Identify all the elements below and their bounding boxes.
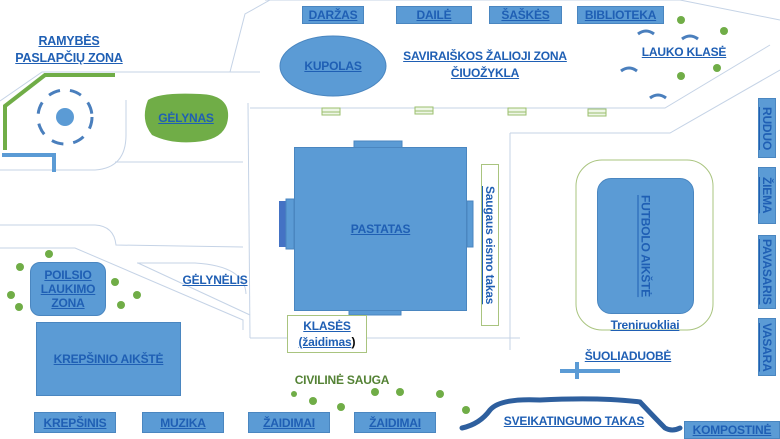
tree-dots <box>7 16 728 414</box>
road-edge <box>0 224 244 248</box>
civiline-sauga-label: CIVILINĖ SAUGA <box>294 373 390 387</box>
saugaus-eismo-label: Saugaus eismo takas <box>483 185 497 305</box>
dome-shape <box>279 35 387 97</box>
krepsinis-label: KREPŠINIS <box>43 415 107 430</box>
paslapciu-zona-label: PASLAPČIŲ ZONA <box>15 51 123 65</box>
suoliaduobe-link[interactable]: ŠUOLIADUOBĖ <box>584 349 672 363</box>
saskes-label: ŠAŠKĖS <box>501 8 550 22</box>
zaidimai-button-1[interactable]: ŽAIDIMAI <box>248 412 330 433</box>
klases-label: KLASĖS <box>303 319 351 333</box>
road-edge <box>0 247 244 330</box>
zaidimas-label: (žaidimas <box>298 335 352 349</box>
road-edge <box>137 262 251 316</box>
flowerbed-shape <box>144 93 229 143</box>
futbolo-label: FUTBOLO AIKŠTĖ <box>638 194 653 298</box>
pastatas-building[interactable]: PASTATAS <box>294 147 467 311</box>
pastatas-label: PASTATAS <box>350 222 411 236</box>
saviraiskos-zona-link[interactable]: SAVIRAIŠKOS ŽALIOJI ZONA ČIUOŽYKLA <box>392 49 578 80</box>
biblioteka-label: BIBLIOTEKA <box>584 8 657 22</box>
daile-button[interactable]: DAILĖ <box>396 6 472 24</box>
zaidimai-button-2[interactable]: ŽAIDIMAI <box>354 412 436 433</box>
poilsio-zona[interactable]: POILSIO LAUKIMO ZONA <box>30 262 106 316</box>
krepsinis-button[interactable]: KREPŠINIS <box>34 412 116 433</box>
sveikatingumo-takas-link[interactable]: SVEIKATINGUMO TAKAS <box>503 414 645 428</box>
pavasaris-button[interactable]: PAVASARIS <box>758 235 776 309</box>
muzika-label: MUZIKA <box>160 415 206 430</box>
jump-track-marker <box>575 362 579 379</box>
zaidimas-line: (žaidimas) <box>299 335 356 349</box>
ramybes-label: RAMYBĖS <box>38 34 100 48</box>
ciuozykla-label: ČIUOŽYKLA <box>450 66 520 80</box>
darzas-label: DARŽAS <box>308 8 358 22</box>
door-west-frame <box>285 198 295 250</box>
jump-track <box>560 369 620 373</box>
poilsio-label: POILSIO <box>44 268 92 282</box>
road-edge <box>247 102 251 339</box>
kompostine-label: KOMPOSTINĖ <box>692 423 772 437</box>
saviraiskos-label: SAVIRAIŠKOS ŽALIOJI ZONA <box>403 49 567 63</box>
road-edge <box>137 262 247 295</box>
door-west <box>279 201 286 247</box>
biblioteka-button[interactable]: BIBLIOTEKA <box>577 6 664 24</box>
ziema-label: ŽIEMA <box>760 177 774 214</box>
gelynelis-link[interactable]: GĖLYNĖLIS <box>182 273 248 287</box>
futbolo-aikste[interactable]: FUTBOLO AIKŠTĖ <box>597 178 694 314</box>
road-edge <box>0 71 260 102</box>
daile-label: DAILĖ <box>416 8 452 22</box>
road-edge <box>229 0 271 73</box>
ruduo-button[interactable]: RUDUO <box>758 98 776 158</box>
klases-zaidimas[interactable]: KLASĖS (žaidimas) <box>287 315 367 353</box>
muzika-button[interactable]: MUZIKA <box>142 412 224 433</box>
ziema-button[interactable]: ŽIEMA <box>758 167 776 224</box>
laukimo-label: LAUKIMO <box>40 282 96 296</box>
pavasaris-label: PAVASARIS <box>760 239 774 305</box>
door-east <box>466 200 474 248</box>
kompostine-button[interactable]: KOMPOSTINĖ <box>684 421 780 439</box>
zaidimai-label-2: ŽAIDIMAI <box>369 415 421 430</box>
lauko-klase-link[interactable]: LAUKO KLASĖ <box>641 45 727 59</box>
saugaus-eismo-takas[interactable]: Saugaus eismo takas <box>481 164 499 326</box>
saskes-button[interactable]: ŠAŠKĖS <box>489 6 562 24</box>
treniruokliai-link[interactable]: Treniruokliai <box>610 318 680 332</box>
zona-label: ZONA <box>51 296 85 310</box>
benches <box>321 106 607 117</box>
ruduo-label: RUDUO <box>760 106 774 150</box>
vasara-label: VASARA <box>760 322 774 372</box>
road-edge <box>0 100 127 171</box>
zaidimai-label-1: ŽAIDIMAI <box>263 415 315 430</box>
seat-arcs <box>620 29 699 100</box>
kupolas-link[interactable]: KUPOLAS <box>304 59 362 73</box>
gelynas-link[interactable]: GĖLYNAS <box>158 111 214 125</box>
road-edge <box>510 69 780 134</box>
health-path <box>459 396 683 433</box>
vasara-button[interactable]: VASARA <box>758 318 776 376</box>
ramybes-zona-link[interactable]: RAMYBĖS PASLAPČIŲ ZONA <box>8 34 130 65</box>
fence-icon <box>3 73 115 150</box>
paren-close: ) <box>351 335 356 349</box>
krepsinio-aikste[interactable]: KREPŠINIO AIKŠTĖ <box>36 322 181 396</box>
road-edge <box>250 44 771 109</box>
stadium-outline <box>575 159 714 331</box>
fountain-icon <box>56 108 74 126</box>
darzas-button[interactable]: DARŽAS <box>302 6 364 24</box>
dashed-ring-icon <box>36 88 94 146</box>
wall-icon <box>2 153 56 172</box>
road-edge <box>265 0 780 21</box>
krepsinio-aikste-label: KREPŠINIO AIKŠTĖ <box>53 352 164 366</box>
